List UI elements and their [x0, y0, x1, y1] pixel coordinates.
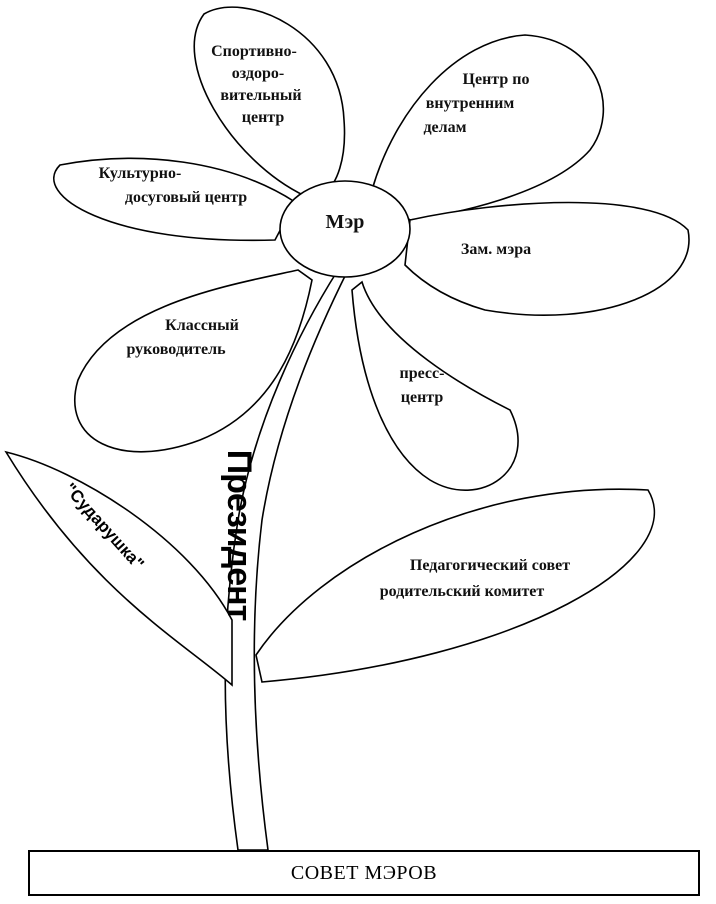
petal-teacher-line: руководитель [126, 341, 226, 358]
petal-internal-line: Центр по [463, 71, 530, 88]
footer-title: СОВЕТ МЭРОВ [291, 862, 437, 885]
petal-press-line: центр [401, 389, 444, 406]
petal-internal-line: внутренним [426, 95, 515, 112]
stem-label: Президент [220, 450, 258, 621]
petal-sport-line: Спортивно- [211, 43, 297, 60]
right-leaf-line: родительский комитет [380, 583, 545, 600]
left-leaf [6, 452, 232, 685]
petal-sport-line: оздоро- [232, 65, 284, 82]
petal-deputy-label: Зам. мэра [461, 241, 531, 258]
petal-teacher-line: Классный [165, 317, 239, 334]
petal-press [352, 282, 518, 490]
petal-sport-line: вительный [220, 87, 301, 104]
petal-culture-line: досуговый центр [125, 189, 247, 206]
center-label: Мэр [326, 211, 365, 233]
petal-press-line: пресс- [400, 365, 445, 382]
petal-internal [372, 35, 603, 220]
petal-sport-line: центр [242, 109, 285, 126]
petal-culture-line: Культурно- [99, 165, 182, 182]
right-leaf-line: Педагогический совет [410, 557, 570, 574]
footer-box: СОВЕТ МЭРОВ [28, 850, 700, 896]
petal-deputy [405, 203, 689, 316]
petal-internal-line: делам [423, 119, 466, 136]
